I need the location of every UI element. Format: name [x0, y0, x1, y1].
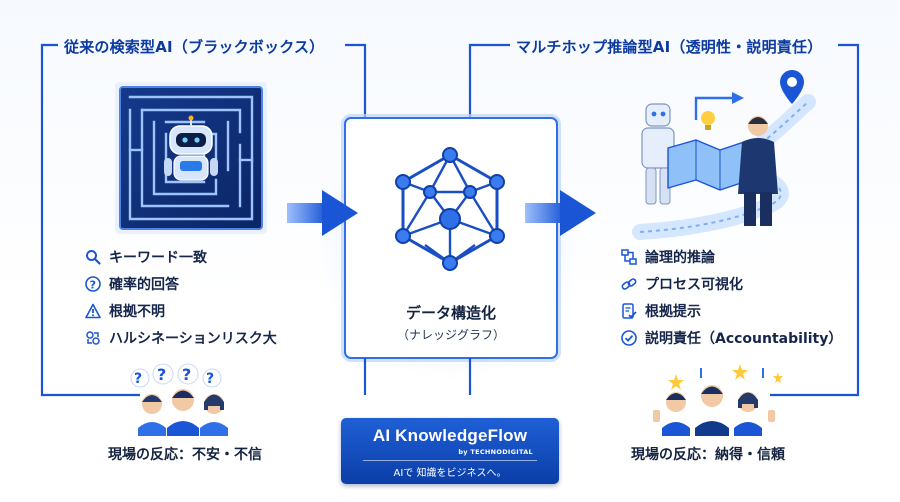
- list-item: ? 確率的回答: [84, 272, 277, 296]
- brand-tagline: AIで 知識をビジネスへ。: [393, 468, 507, 479]
- knowledge-graph-network: [395, 147, 505, 271]
- brand-divider: [363, 460, 537, 461]
- list-item-label: 確率的回答: [109, 277, 179, 293]
- list-item: ハルシネーションリスク大: [84, 326, 277, 350]
- svg-text:?: ?: [206, 371, 214, 387]
- center-subtitle: （ナレッジグラフ）: [396, 328, 505, 342]
- flowchart-icon: [620, 248, 638, 266]
- search-icon: [84, 248, 102, 266]
- maze-robot-illustration: [115, 82, 267, 234]
- list-item-label: プロセス可視化: [645, 277, 743, 293]
- svg-text:?: ?: [134, 371, 142, 387]
- list-item: 根拠提示: [620, 299, 842, 323]
- list-item-label: 根拠提示: [645, 304, 701, 320]
- left-reaction-label: 現場の反応：不安・不信: [108, 447, 262, 463]
- process-link-icon: [620, 275, 638, 293]
- list-item-label: 根拠不明: [109, 304, 165, 320]
- flow-arrow-right: [525, 190, 596, 236]
- svg-text:?: ?: [90, 279, 96, 292]
- list-item: 論理的推論: [620, 245, 842, 269]
- list-item-label: キーワード一致: [109, 250, 207, 266]
- warning-icon: [84, 302, 102, 320]
- flow-arrow-left: [287, 190, 358, 236]
- list-item: キーワード一致: [84, 245, 277, 269]
- brand-logo-box: AI KnowledgeFlow by TECHNODIGITAL AIで 知識…: [341, 418, 559, 484]
- list-item: プロセス可視化: [620, 272, 842, 296]
- shuffle-icon: [84, 329, 102, 347]
- center-title: データ構造化: [405, 304, 496, 322]
- robot-human-map-illustration: [632, 70, 816, 240]
- brand-name: AI KnowledgeFlow: [372, 426, 528, 445]
- right-feature-list: 論理的推論 プロセス可視化 根拠提示 説明責任（Accountability）: [620, 245, 842, 353]
- list-item-label: ハルシネーションリスク大: [109, 331, 277, 347]
- list-item-label: 論理的推論: [645, 250, 715, 266]
- happy-people-illustration: [653, 364, 783, 436]
- confused-people-illustration: ? ? ? ?: [130, 363, 228, 436]
- question-icon: ?: [84, 275, 102, 293]
- document-check-icon: [620, 302, 638, 320]
- list-item: 根拠不明: [84, 299, 277, 323]
- svg-text:?: ?: [182, 365, 191, 384]
- list-item-label: 説明責任（Accountability）: [645, 331, 843, 347]
- right-section-title: マルチホップ推論型AI（透明性・説明責任）: [510, 36, 829, 57]
- brand-byline: by TECHNODIGITAL: [458, 448, 533, 456]
- right-reaction-label: 現場の反応：納得・信頼: [631, 447, 785, 463]
- check-circle-icon: [620, 329, 638, 347]
- left-feature-list: キーワード一致 ? 確率的回答 根拠不明 ハルシネーションリスク大: [84, 245, 277, 353]
- left-section-title: 従来の検索型AI（ブラックボックス）: [58, 36, 331, 57]
- svg-text:?: ?: [157, 365, 166, 384]
- list-item: 説明責任（Accountability）: [620, 326, 842, 350]
